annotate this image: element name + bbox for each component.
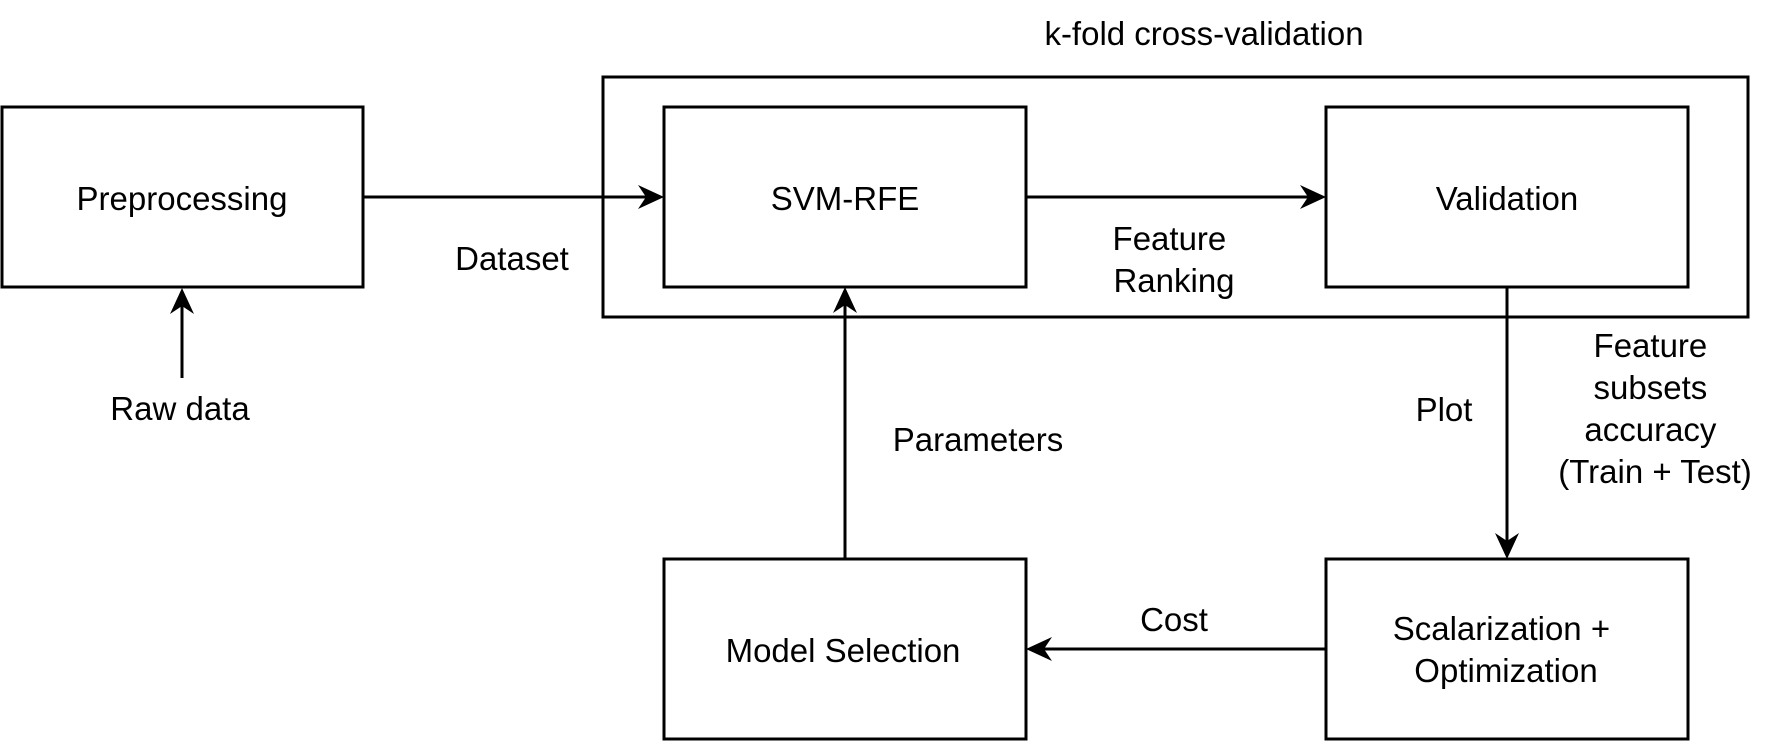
edge-feature-subsets-line-3: accuracy: [1584, 411, 1717, 448]
edge-raw-data-label: Raw data: [110, 390, 250, 427]
node-preprocessing-label: Preprocessing: [77, 180, 288, 217]
cross-validation-label: k-fold cross-validation: [1044, 15, 1363, 52]
edge-dataset: [363, 185, 664, 209]
edge-feature-ranking-line-1: Feature: [1113, 220, 1227, 257]
node-scalarization-optimization: Scalarization + Optimization: [1324, 557, 1690, 741]
edge-cost-label: Cost: [1140, 601, 1208, 638]
edge-feature-ranking-label: Feature Ranking: [1113, 220, 1236, 299]
edge-feature-subsets-line-1: Feature: [1594, 327, 1708, 364]
node-validation: Validation: [1324, 105, 1690, 289]
edge-plot-label: Plot: [1416, 391, 1473, 428]
node-validation-label: Validation: [1436, 180, 1579, 217]
node-model-selection-label: Model Selection: [726, 632, 961, 669]
node-svm-rfe-label: SVM-RFE: [771, 180, 920, 217]
edge-feature-subsets-label: Feature subsets accuracy (Train + Test): [1558, 327, 1751, 490]
edge-raw-data: [170, 288, 194, 378]
edge-parameters-label: Parameters: [893, 421, 1064, 458]
edge-parameters: [833, 287, 857, 559]
edge-feature-subsets-line-2: subsets: [1594, 369, 1708, 406]
edge-dataset-label: Dataset: [455, 240, 569, 277]
node-scalarization-label: Scalarization + Optimization: [1393, 610, 1620, 689]
edge-plot: [1495, 287, 1519, 559]
node-preprocessing: Preprocessing: [0, 105, 365, 289]
edge-feature-subsets-line-4: (Train + Test): [1558, 453, 1751, 490]
edge-cost: [1026, 637, 1326, 661]
edge-feature-ranking-line-2: Ranking: [1113, 262, 1234, 299]
node-scalarization-line-2: Optimization: [1414, 652, 1597, 689]
node-model-selection: Model Selection: [662, 557, 1028, 741]
node-scalarization-line-1: Scalarization +: [1393, 610, 1610, 647]
edge-feature-ranking: [1026, 185, 1326, 209]
node-svm-rfe: SVM-RFE: [662, 105, 1028, 289]
